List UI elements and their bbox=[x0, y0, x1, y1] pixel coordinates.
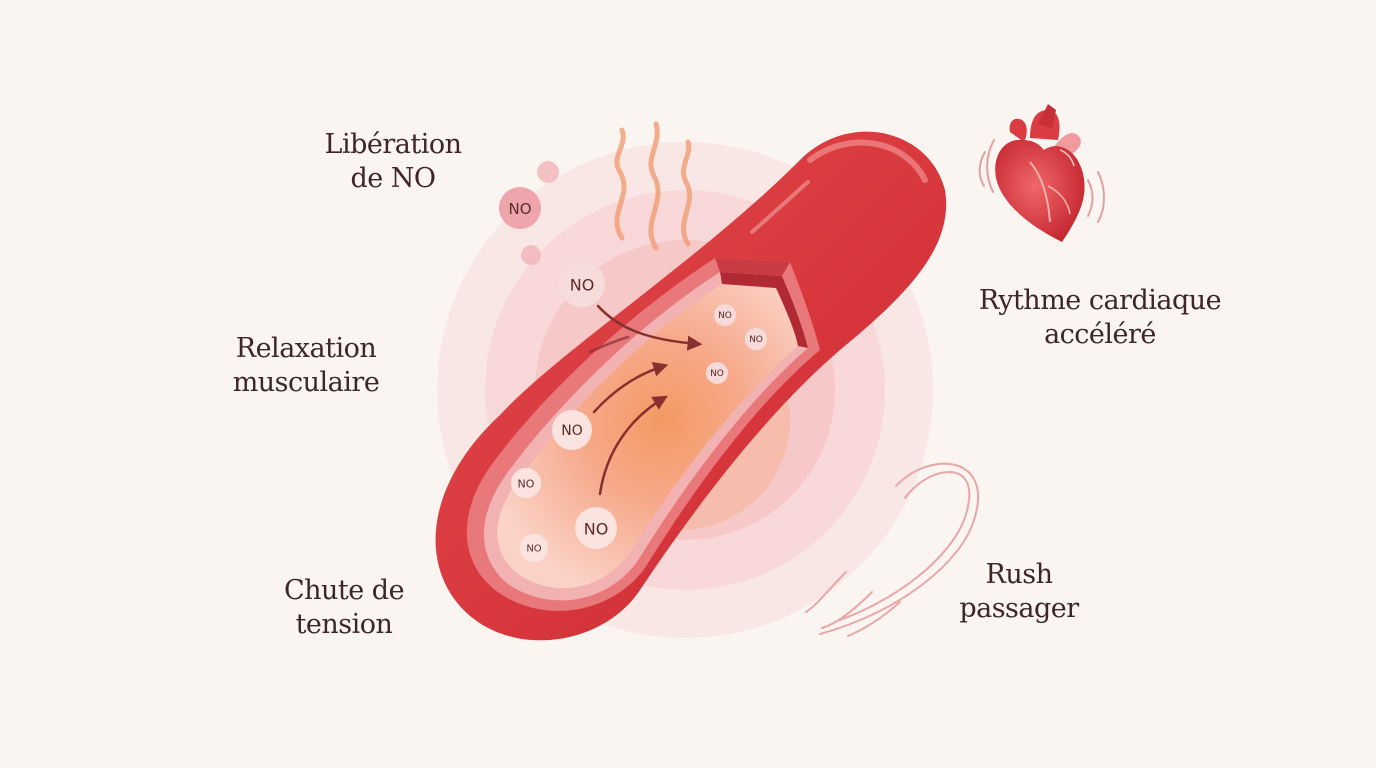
no-molecule: NO bbox=[552, 410, 592, 450]
svg-text:NO: NO bbox=[710, 369, 724, 379]
motion-lines-icon bbox=[805, 462, 980, 637]
no-molecule: NO bbox=[520, 534, 548, 562]
no-molecule: NO bbox=[559, 261, 605, 307]
svg-text:NO: NO bbox=[749, 335, 763, 345]
label-rush-passager: Rush passager bbox=[959, 559, 1079, 624]
label-liberation-no: Libération de NO bbox=[324, 129, 462, 194]
no-molecules-outside: NO NO bbox=[499, 161, 605, 307]
svg-text:NO: NO bbox=[570, 276, 595, 295]
label-relaxation-musculaire: Relaxation musculaire bbox=[232, 333, 380, 398]
svg-text:NO: NO bbox=[584, 520, 609, 539]
heat-waves-icon bbox=[614, 121, 692, 251]
no-molecules-inside: NO NO NO NO NO NO NO bbox=[511, 304, 767, 562]
heart-icon bbox=[978, 104, 1105, 242]
flow-arrows bbox=[588, 304, 703, 496]
no-molecule: NO bbox=[511, 468, 541, 498]
no-molecule: NO bbox=[706, 362, 728, 384]
svg-text:NO: NO bbox=[508, 200, 531, 218]
svg-text:NO: NO bbox=[718, 311, 732, 321]
no-molecule: NO bbox=[499, 187, 541, 229]
label-rythme-cardiaque: Rythme cardiaque accéléré bbox=[978, 285, 1222, 350]
svg-text:NO: NO bbox=[561, 423, 583, 439]
no-molecule: NO bbox=[745, 328, 767, 350]
svg-text:NO: NO bbox=[518, 478, 535, 491]
no-molecule: NO bbox=[575, 507, 617, 549]
svg-text:NO: NO bbox=[526, 544, 541, 555]
blood-vessel bbox=[435, 131, 947, 641]
no-molecule: NO bbox=[714, 304, 736, 326]
label-chute-tension: Chute de tension bbox=[283, 575, 405, 640]
